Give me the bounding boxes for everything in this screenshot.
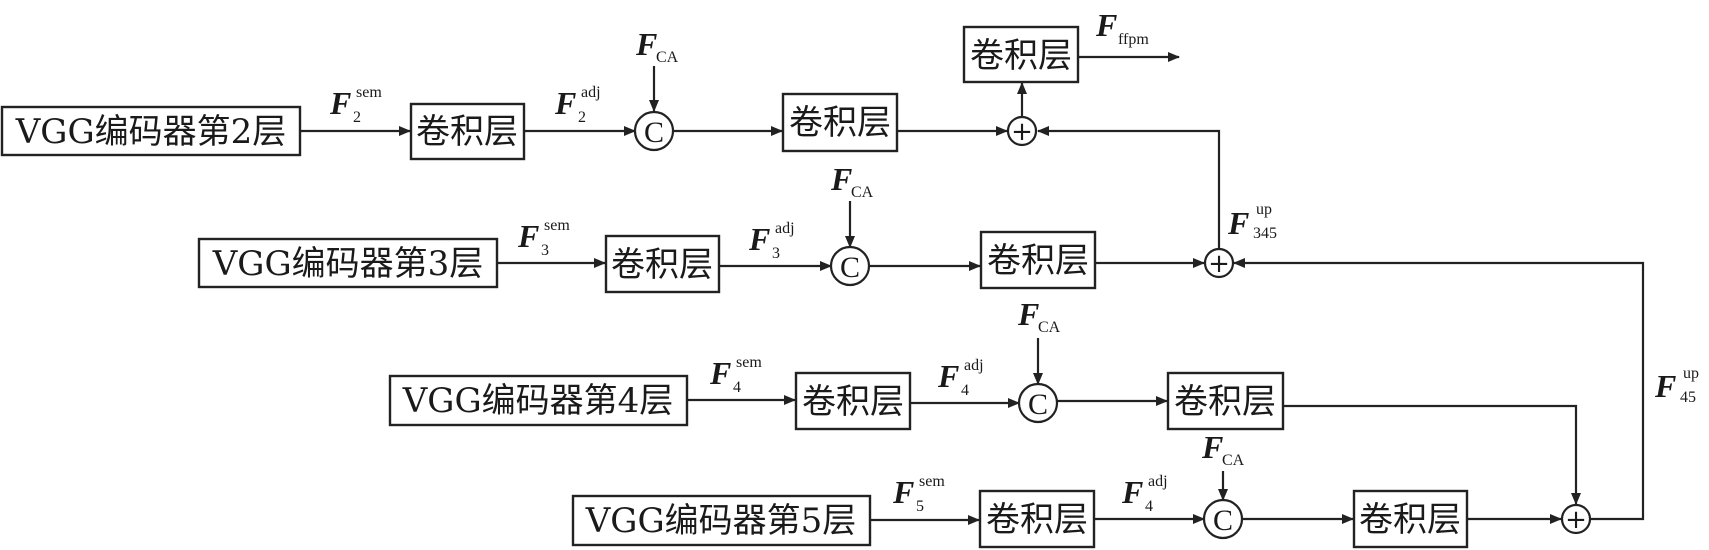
svg-text:F: F bbox=[1095, 7, 1117, 43]
svg-text:345: 345 bbox=[1253, 225, 1277, 242]
svg-text:F: F bbox=[554, 85, 576, 121]
svg-text:F: F bbox=[517, 218, 539, 254]
svg-text:F: F bbox=[748, 221, 770, 257]
arrow-up345 bbox=[1037, 126, 1221, 249]
svg-text:CA: CA bbox=[851, 184, 874, 201]
row-layer2: VGG编码器第2层 F sem 2 卷积层 F adj 2 F CA C 卷积层… bbox=[0, 7, 1180, 161]
arrow-conv3b-add4 bbox=[1283, 404, 1581, 505]
svg-text:F: F bbox=[709, 355, 731, 391]
svg-text:F: F bbox=[1654, 368, 1676, 404]
label-F4-adj: F adj 4 bbox=[937, 357, 984, 399]
encoder-label-layer2: VGG编码器第2层 bbox=[15, 112, 287, 152]
concat-symbol-3: C bbox=[1028, 388, 1048, 421]
conv-box-2b bbox=[979, 230, 1097, 290]
svg-text:adj: adj bbox=[775, 220, 795, 237]
svg-text:F: F bbox=[1227, 205, 1249, 241]
svg-text:3: 3 bbox=[772, 245, 780, 262]
concat-symbol-2: C bbox=[840, 251, 860, 284]
row-layer5: VGG编码器第5层 F sem 5 卷积层 F adj 4 F CA C 卷积层… bbox=[571, 429, 1592, 549]
svg-text:F: F bbox=[892, 474, 914, 510]
svg-text:4: 4 bbox=[733, 379, 741, 396]
label-F5-sem: F sem 5 bbox=[892, 473, 945, 515]
conv-label-1a: 卷积层 bbox=[416, 112, 518, 152]
svg-text:up: up bbox=[1256, 201, 1272, 218]
row-layer3: VGG编码器第3层 F sem 3 卷积层 F adj 3 F CA C 卷积层… bbox=[197, 161, 1235, 294]
svg-text:2: 2 bbox=[578, 109, 586, 126]
svg-text:sem: sem bbox=[544, 217, 570, 234]
svg-text:F: F bbox=[1017, 296, 1039, 332]
label-F345-up: F up 345 bbox=[1227, 201, 1277, 242]
conv-label-2b: 卷积层 bbox=[987, 241, 1089, 281]
conv-box-2a bbox=[604, 234, 721, 294]
svg-text:F: F bbox=[1201, 429, 1223, 465]
concat-symbol-4: C bbox=[1213, 504, 1233, 537]
encoder-box-layer5 bbox=[571, 494, 872, 547]
label-F5-adj: F adj 4 bbox=[1121, 473, 1168, 515]
concat-symbol-1: C bbox=[644, 116, 664, 149]
conv-label-2a: 卷积层 bbox=[611, 245, 713, 285]
label-F3-sem: F sem 3 bbox=[517, 217, 570, 259]
concat-node-3 bbox=[1017, 382, 1059, 424]
svg-text:sem: sem bbox=[356, 84, 382, 101]
svg-text:F: F bbox=[830, 161, 852, 197]
label-F3-adj: F adj 3 bbox=[748, 220, 795, 262]
svg-text:F: F bbox=[329, 85, 351, 121]
svg-text:adj: adj bbox=[964, 357, 984, 374]
label-F2-sem: F sem 2 bbox=[329, 84, 382, 126]
conv-label-3b: 卷积层 bbox=[1174, 382, 1276, 422]
svg-text:adj: adj bbox=[1148, 473, 1168, 490]
add-symbol-1: + bbox=[1011, 117, 1033, 147]
svg-text:sem: sem bbox=[736, 354, 762, 371]
conv-label-1b: 卷积层 bbox=[789, 103, 891, 143]
conv-box-3b bbox=[1166, 371, 1285, 431]
encoder-label-layer3: VGG编码器第3层 bbox=[212, 244, 484, 284]
conv-label-4a: 卷积层 bbox=[986, 500, 1088, 540]
svg-text:2: 2 bbox=[353, 109, 361, 126]
conv-box-output bbox=[962, 25, 1080, 84]
svg-text:5: 5 bbox=[916, 498, 924, 515]
arrow-up45 bbox=[1233, 258, 1645, 521]
conv-box-3a bbox=[794, 371, 912, 431]
svg-text:sem: sem bbox=[919, 473, 945, 490]
encoder-box-layer2 bbox=[0, 105, 302, 157]
label-F4-sem: F sem 4 bbox=[709, 354, 762, 396]
label-F2-adj: F adj 2 bbox=[554, 84, 601, 126]
svg-text:up: up bbox=[1683, 365, 1699, 382]
svg-text:3: 3 bbox=[541, 242, 549, 259]
svg-text:4: 4 bbox=[961, 382, 969, 399]
label-F45-up: F up 45 bbox=[1654, 365, 1699, 406]
add-symbol-4: + bbox=[1565, 505, 1587, 535]
svg-text:45: 45 bbox=[1680, 389, 1696, 406]
svg-text:ffpm: ffpm bbox=[1118, 31, 1149, 48]
conv-label-output: 卷积层 bbox=[970, 36, 1072, 76]
svg-text:F: F bbox=[635, 26, 657, 62]
svg-text:4: 4 bbox=[1145, 498, 1153, 515]
encoder-label-layer4: VGG编码器第4层 bbox=[402, 381, 674, 421]
conv-label-3a: 卷积层 bbox=[802, 382, 904, 422]
conv-box-1b bbox=[781, 92, 899, 153]
label-FCA-2: F CA bbox=[830, 161, 874, 201]
label-FCA-4: F CA bbox=[1201, 429, 1245, 469]
svg-text:F: F bbox=[937, 358, 959, 394]
conv-label-4b: 卷积层 bbox=[1359, 500, 1461, 540]
row-layer4: VGG编码器第4层 F sem 4 卷积层 F adj 4 F CA C 卷积层 bbox=[388, 296, 1581, 505]
svg-text:CA: CA bbox=[1222, 452, 1245, 469]
label-FCA-1: F CA bbox=[635, 26, 679, 66]
label-FCA-3: F CA bbox=[1017, 296, 1061, 336]
svg-text:adj: adj bbox=[581, 84, 601, 101]
add-symbol-2: + bbox=[1208, 249, 1230, 279]
label-F-ffpm: F ffpm bbox=[1095, 7, 1149, 48]
svg-text:F: F bbox=[1121, 474, 1143, 510]
conv-box-1a bbox=[409, 102, 526, 161]
encoder-box-layer4 bbox=[388, 374, 689, 427]
add-node-4 bbox=[1560, 503, 1592, 535]
svg-text:CA: CA bbox=[1038, 319, 1061, 336]
encoder-label-layer5: VGG编码器第5层 bbox=[585, 501, 857, 541]
conv-box-4b bbox=[1352, 489, 1469, 549]
svg-text:CA: CA bbox=[656, 49, 679, 66]
